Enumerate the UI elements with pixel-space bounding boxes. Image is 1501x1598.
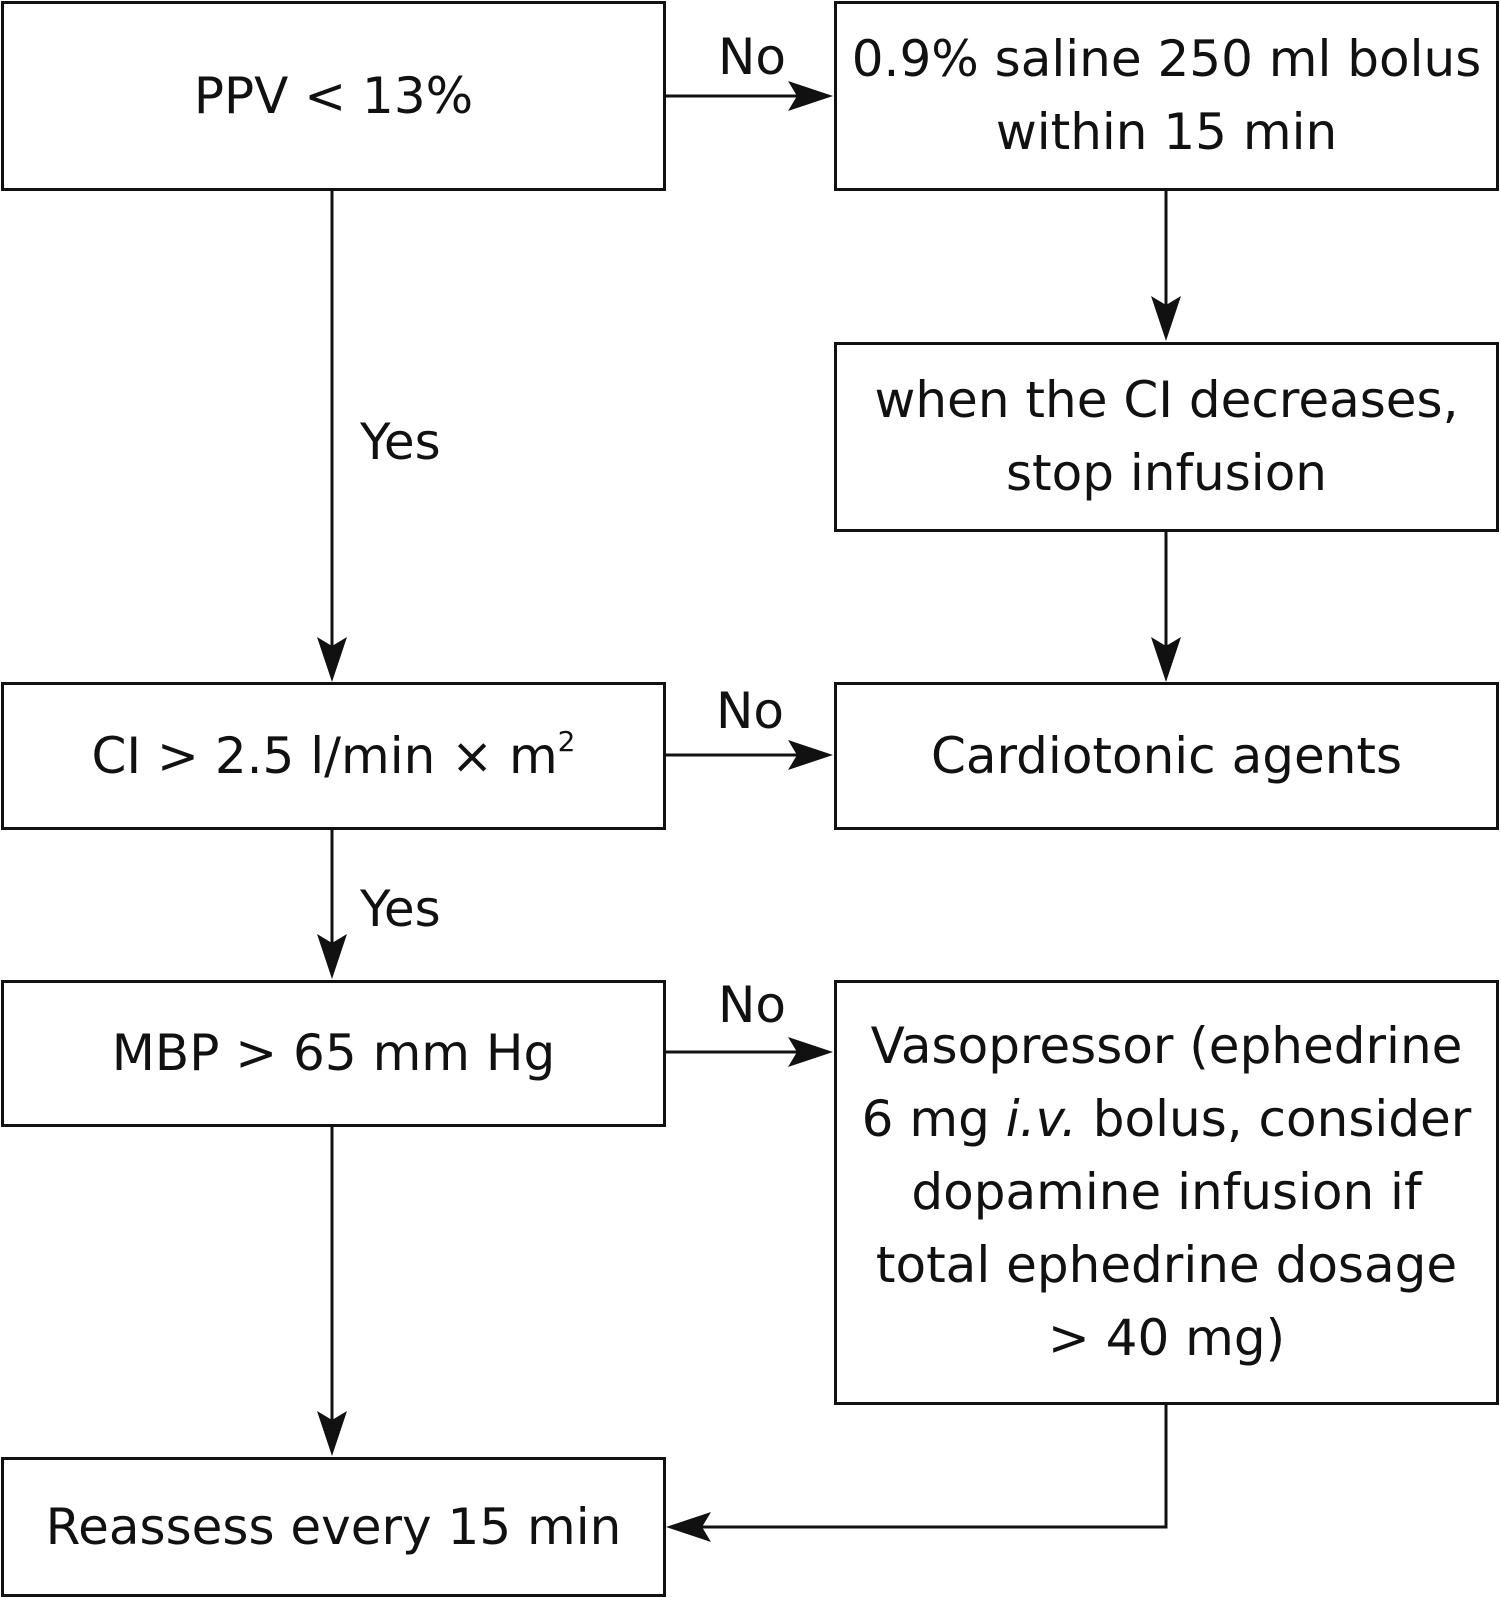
vasopressor-line-1: Vasopressor (ephedrine bbox=[870, 1017, 1463, 1075]
ci-decision-box: CI > 2.5 l/min × m2 bbox=[1, 682, 666, 830]
vasopressor-line-3: dopamine infusion if bbox=[911, 1163, 1422, 1221]
arrowhead-reassess-from-vaso bbox=[666, 1512, 711, 1542]
reassess-box: Reassess every 15 min bbox=[1, 1457, 666, 1597]
arrowhead-mbp bbox=[317, 934, 347, 979]
vasopressor-box: Vasopressor (ephedrine 6 mg i.v. bolus, … bbox=[834, 980, 1499, 1405]
vasopressor-line-2: 6 mg i.v. bolus, consider bbox=[862, 1083, 1472, 1156]
arrowhead-cardiotonic-from-stop bbox=[1151, 637, 1181, 682]
vasopressor-route: i.v. bbox=[1005, 1090, 1077, 1148]
ci-no-label: No bbox=[716, 682, 784, 740]
arrowhead-cardiotonic-from-ci bbox=[788, 740, 833, 770]
ci-decision-superscript: 2 bbox=[557, 724, 576, 758]
arrowhead-ci bbox=[317, 637, 347, 682]
ci-yes-label: Yes bbox=[360, 880, 441, 938]
ppv-yes-label: Yes bbox=[360, 413, 441, 471]
stop-infusion-text: when the CI decreases, stop infusion bbox=[874, 371, 1459, 502]
cardiotonic-text: Cardiotonic agents bbox=[930, 726, 1403, 785]
arrowhead-stop bbox=[1151, 296, 1181, 341]
mbp-decision-text: MBP > 65 mm Hg bbox=[111, 1024, 556, 1082]
reassess-text: Reassess every 15 min bbox=[45, 1497, 622, 1556]
arrowhead-saline bbox=[788, 81, 833, 111]
ci-decision-main: CI > 2.5 l/min × m bbox=[91, 726, 558, 785]
vasopressor-text: Vasopressor (ephedrine 6 mg i.v. bolus, … bbox=[862, 1010, 1472, 1375]
vasopressor-line-4: total ephedrine dosage bbox=[875, 1236, 1458, 1294]
arrowhead-reassess-from-mbp bbox=[317, 1411, 347, 1456]
saline-bolus-text: 0.9% saline 250 ml bolus within 15 min bbox=[851, 30, 1482, 161]
mbp-no-label: No bbox=[718, 976, 786, 1034]
stop-infusion-box: when the CI decreases, stop infusion bbox=[834, 342, 1499, 532]
arrowhead-vaso bbox=[788, 1037, 833, 1067]
ci-decision-text: CI > 2.5 l/min × m2 bbox=[92, 720, 576, 793]
vasopressor-dose: 6 mg bbox=[861, 1090, 1006, 1148]
saline-bolus-box: 0.9% saline 250 ml bolus within 15 min bbox=[834, 1, 1499, 191]
cardiotonic-box: Cardiotonic agents bbox=[834, 682, 1499, 830]
edge-vaso-to-reassess bbox=[690, 1403, 1168, 1529]
ppv-decision-box: PPV < 13% bbox=[1, 1, 666, 191]
ppv-decision-text: PPV < 13% bbox=[193, 66, 474, 125]
ppv-no-label: No bbox=[718, 28, 786, 86]
vasopressor-line-5: > 40 mg) bbox=[1047, 1309, 1286, 1367]
mbp-decision-box: MBP > 65 mm Hg bbox=[1, 980, 666, 1127]
vasopressor-bolus: bolus, consider bbox=[1076, 1090, 1472, 1148]
